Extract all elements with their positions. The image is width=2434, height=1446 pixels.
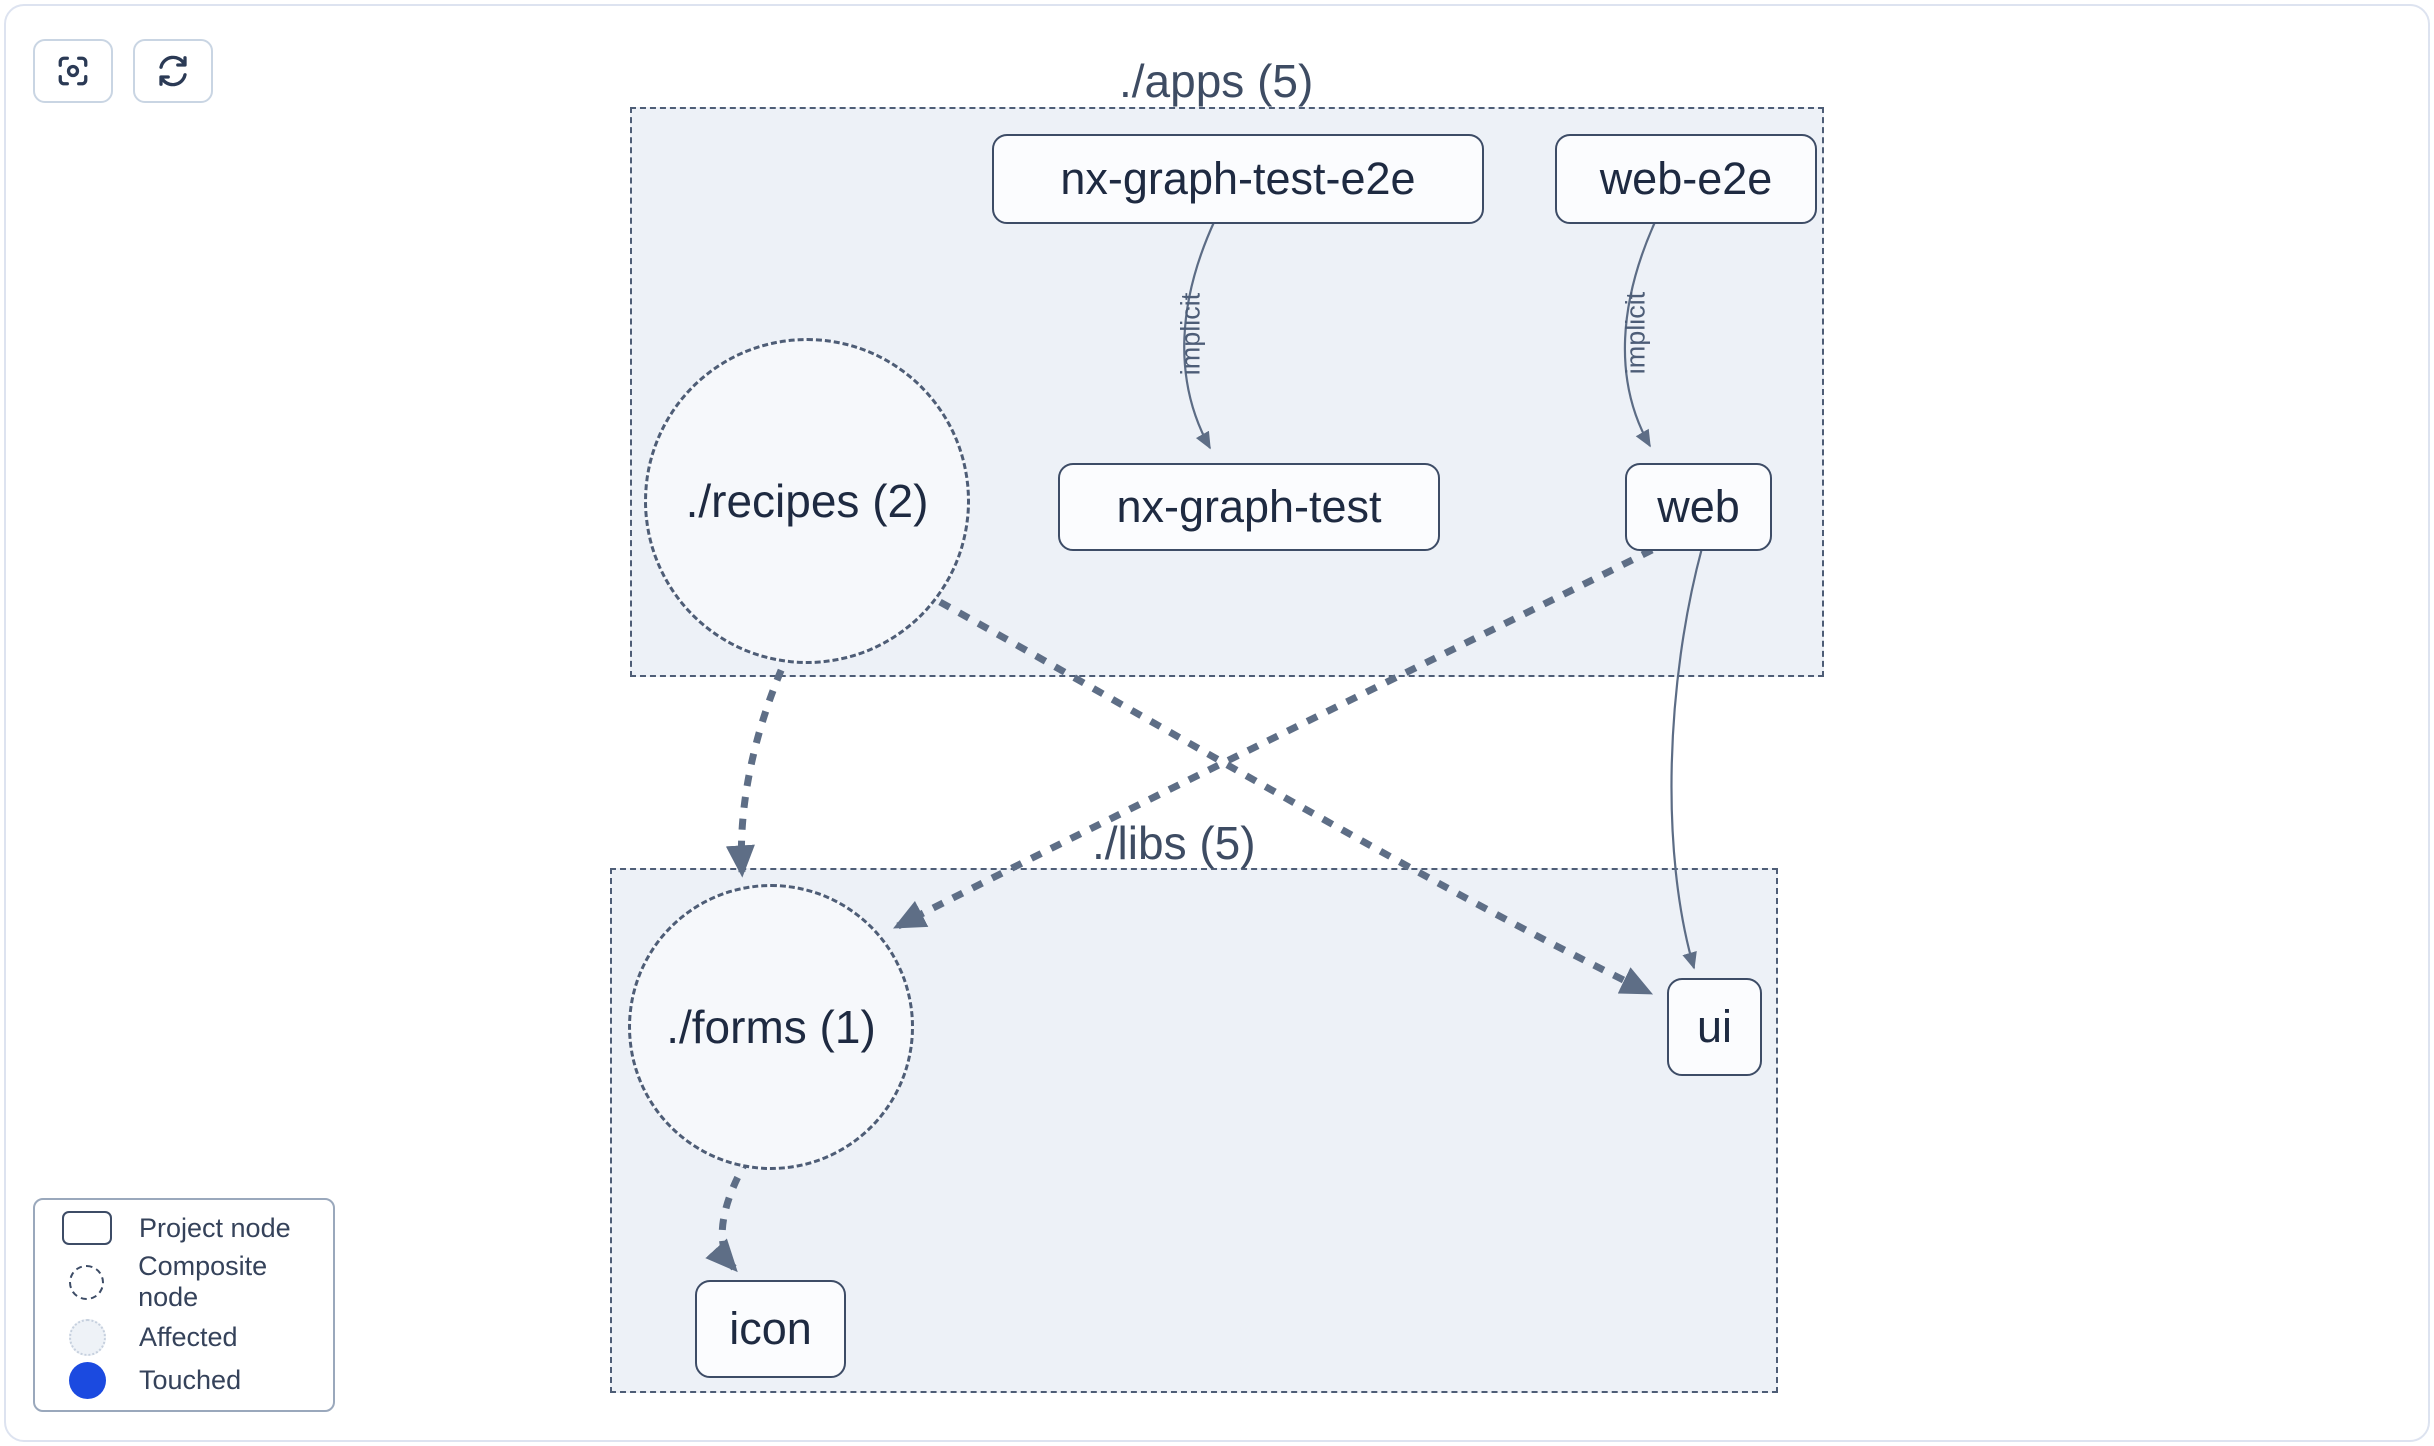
node-icon[interactable]: icon (695, 1280, 846, 1378)
node-web[interactable]: web (1625, 463, 1772, 551)
cluster-apps-label: ./apps (5) (1119, 55, 1314, 107)
node-ui[interactable]: ui (1667, 978, 1762, 1076)
legend-label: Affected (139, 1322, 238, 1352)
cluster-libs-label: ./libs (5) (1092, 817, 1256, 869)
node-forms-composite[interactable]: ./forms (1) (628, 884, 914, 1170)
legend-panel: Project node Composite node Affected Tou… (33, 1198, 335, 1412)
refresh-button[interactable] (133, 39, 213, 103)
refresh-icon (159, 55, 187, 87)
composite-node-swatch (69, 1264, 105, 1300)
touched-swatch (68, 1362, 106, 1399)
legend-label: Composite node (138, 1251, 268, 1312)
project-node-swatch (62, 1211, 112, 1245)
legend-item-touched: Touched (35, 1362, 333, 1399)
legend-item-affected: Affected (35, 1319, 333, 1356)
scan-focus-icon (58, 56, 88, 86)
legend-label: Project node (139, 1212, 291, 1243)
edge-web-to-forms[interactable] (893, 546, 1654, 930)
edge-forms-to-icon[interactable] (705, 1156, 752, 1273)
node-nx-graph-test-e2e[interactable]: nx-graph-test-e2e (992, 134, 1484, 224)
graph-canvas[interactable]: ./apps (5) ./libs (5) implicit implicit … (4, 4, 2430, 1442)
edge-recipes-to-forms[interactable] (725, 648, 794, 878)
legend-item-project-node: Project node (35, 1211, 333, 1245)
edge-web-to-ui[interactable] (1670, 547, 1704, 970)
edges-layer (705, 219, 1704, 1273)
affected-swatch (68, 1319, 106, 1356)
node-web-e2e[interactable]: web-e2e (1555, 134, 1817, 224)
legend-item-composite-node: Composite node (35, 1251, 333, 1313)
node-nx-graph-test[interactable]: nx-graph-test (1058, 463, 1440, 551)
edge-nx-graph-test-e2e-to-nx-graph-test[interactable] (1183, 219, 1216, 450)
edge-label-implicit-1: implicit (1175, 292, 1206, 376)
edge-web-e2e-to-web[interactable] (1623, 221, 1657, 448)
zoom-to-fit-button[interactable] (33, 39, 113, 103)
edge-label-implicit-2: implicit (1620, 291, 1651, 375)
legend-label: Touched (139, 1365, 242, 1395)
edge-recipes-to-ui[interactable] (938, 598, 1654, 996)
node-recipes-composite[interactable]: ./recipes (2) (644, 338, 970, 664)
